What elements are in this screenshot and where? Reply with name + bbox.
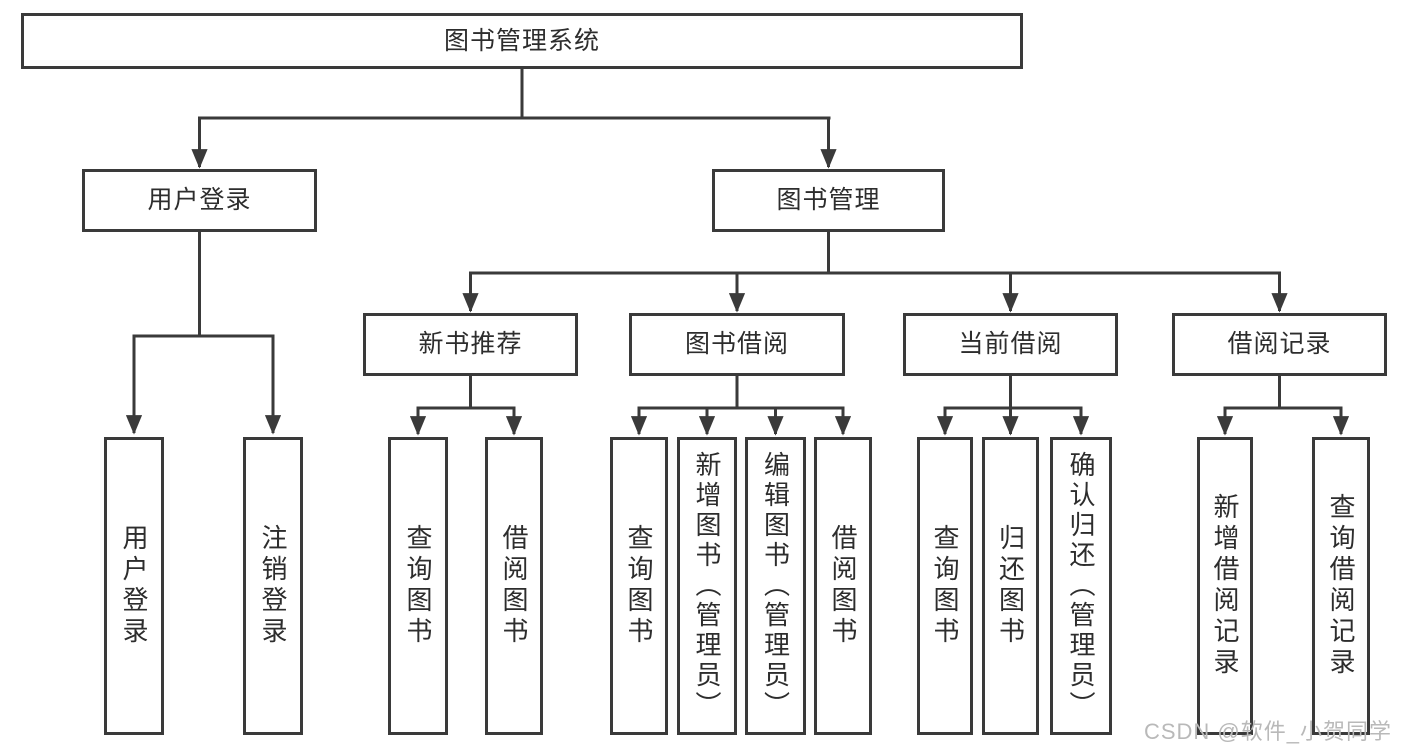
- node-label: 新增图书（管理员）: [692, 451, 722, 721]
- leaf-query-books-borrow: 查询图书: [610, 437, 668, 735]
- node-label: 注销登录: [258, 524, 288, 648]
- node-book-management-branch: 图书管理: [712, 169, 945, 232]
- node-label: 确认归还（管理员）: [1066, 451, 1096, 721]
- node-user-login-branch: 用户登录: [82, 169, 317, 232]
- leaf-user-login: 用户登录: [104, 437, 164, 735]
- leaf-edit-books-admin: 编辑图书（管理员）: [745, 437, 806, 735]
- node-label: 借阅图书: [828, 524, 858, 648]
- node-label: 编辑图书（管理员）: [760, 451, 791, 721]
- node-root-library-system: 图书管理系统: [21, 13, 1023, 69]
- node-label: 借阅图书: [499, 524, 529, 648]
- node-label: 查询图书: [930, 524, 960, 648]
- node-label: 用户登录: [119, 524, 149, 648]
- node-new-book-recommend: 新书推荐: [363, 313, 578, 376]
- leaf-borrow-books-recommend: 借阅图书: [485, 437, 543, 735]
- node-label: 图书管理: [776, 186, 881, 214]
- node-label: 新增借阅记录: [1210, 493, 1240, 679]
- node-label: 新书推荐: [418, 330, 523, 358]
- node-label: 图书借阅: [684, 330, 789, 358]
- node-label: 借阅记录: [1227, 330, 1332, 358]
- leaf-add-books-admin: 新增图书（管理员）: [677, 437, 737, 735]
- node-borrowing-records: 借阅记录: [1172, 313, 1387, 376]
- node-label: 查询图书: [403, 524, 433, 648]
- node-label: 查询图书: [624, 524, 654, 648]
- node-label: 查询借阅记录: [1326, 493, 1356, 679]
- leaf-query-books-recommend: 查询图书: [388, 437, 448, 735]
- node-label: 用户登录: [147, 186, 252, 214]
- node-label: 当前借阅: [958, 330, 1063, 358]
- node-label: 归还图书: [995, 524, 1026, 648]
- leaf-logout: 注销登录: [243, 437, 303, 735]
- node-label: 图书管理系统: [443, 26, 600, 55]
- leaf-add-borrow-record: 新增借阅记录: [1197, 437, 1253, 735]
- leaf-query-books-current: 查询图书: [917, 437, 973, 735]
- csdn-watermark: CSDN @软件_小贺同学: [1143, 719, 1392, 744]
- leaf-query-borrow-record: 查询借阅记录: [1312, 437, 1370, 735]
- leaf-confirm-return-admin: 确认归还（管理员）: [1050, 437, 1112, 735]
- node-current-borrowing: 当前借阅: [903, 313, 1118, 376]
- leaf-borrow-books: 借阅图书: [814, 437, 872, 735]
- leaf-return-books: 归还图书: [982, 437, 1039, 735]
- node-book-borrowing: 图书借阅: [629, 313, 845, 376]
